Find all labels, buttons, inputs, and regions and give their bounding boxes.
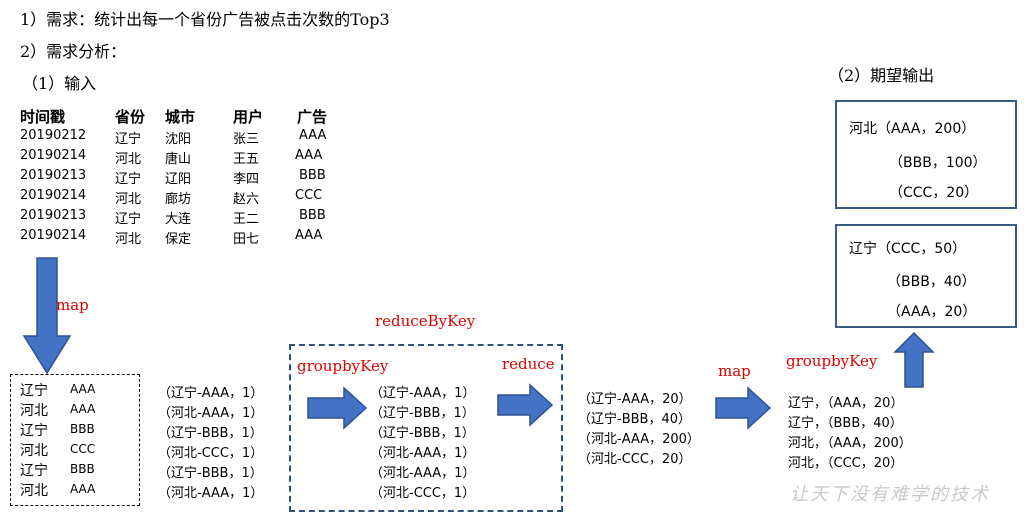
stage3-item: （河北-AAA，1） (370, 466, 476, 481)
table-cell-city: 大连 (165, 212, 192, 227)
stage4-item: （河北-AAA，200） (578, 432, 700, 447)
table-cell-ad: AAA (295, 228, 323, 243)
table-cell-province: 辽宁 (115, 132, 142, 147)
table-cell-ad: BBB (299, 168, 326, 183)
stage5-item: 辽宁，（BBB，40） (788, 416, 903, 431)
right-arrow-icon (497, 383, 554, 427)
table-cell-province: 辽宁 (115, 172, 142, 187)
stage1-ad: AAA (70, 382, 96, 396)
stage3-item: （河北-CCC，1） (370, 486, 476, 501)
stage3-item: （河北-AAA，1） (370, 446, 476, 461)
table-cell-timestamp: 20190214 (20, 188, 87, 203)
stage2-item: （辽宁-BBB，1） (158, 466, 263, 481)
output-liaoning-line-2: （BBB，40） (887, 274, 976, 290)
col-header-ad: 广告 (297, 108, 328, 126)
table-cell-province: 河北 (115, 232, 142, 247)
stage1-ad: CCC (70, 442, 96, 456)
groupbyKey-label-2: groupbyKey (786, 352, 878, 370)
output-hebei-line-1: 河北（AAA，200） (849, 121, 976, 137)
table-cell-user: 王二 (233, 212, 260, 227)
stage1-ad: AAA (70, 482, 96, 496)
stage3-item: （辽宁-BBB，1） (370, 426, 475, 441)
reduceByKey-box (289, 344, 563, 512)
stage1-ad: BBB (70, 462, 95, 476)
table-cell-ad: BBB (299, 208, 326, 223)
groupbyKey-label-1: groupbyKey (297, 357, 389, 375)
table-cell-province: 辽宁 (115, 212, 142, 227)
right-arrow-icon (715, 386, 772, 430)
stage1-province: 河北 (20, 483, 48, 499)
table-cell-user: 王五 (233, 152, 260, 167)
stage1-box (10, 374, 140, 506)
table-cell-ad: CCC (295, 188, 323, 203)
map-label-1: map (56, 296, 89, 314)
stage2-item: （辽宁-BBB，1） (158, 426, 263, 441)
table-cell-timestamp: 20190212 (20, 128, 87, 143)
stage1-province: 辽宁 (20, 463, 48, 479)
table-cell-ad: AAA (295, 148, 323, 163)
stage3-item: （辽宁-BBB，1） (370, 406, 475, 421)
output-box-hebei: 河北（AAA，200） （BBB，100） （CCC，20） (835, 100, 1017, 209)
output-heading: （2）期望输出 (828, 66, 935, 85)
stage4-item: （河北-CCC，20） (578, 452, 692, 467)
input-heading: （1）输入 (22, 74, 97, 93)
output-hebei-line-2: （BBB，100） (889, 155, 987, 171)
table-cell-user: 田七 (233, 232, 260, 247)
col-header-user: 用户 (233, 108, 264, 126)
table-cell-city: 保定 (165, 232, 192, 247)
table-cell-user: 赵六 (233, 192, 260, 207)
stage5-item: 辽宁，（AAA，20） (788, 396, 904, 411)
stage3-item: （辽宁-AAA，1） (370, 386, 476, 401)
table-cell-timestamp: 20190214 (20, 228, 87, 243)
stage5-item: 河北，（AAA，200） (788, 436, 912, 451)
stage1-province: 辽宁 (20, 423, 48, 439)
output-box-liaoning: 辽宁（CCC，50） （BBB，40） （AAA，20） (835, 224, 1017, 328)
output-liaoning-line-3: （AAA，20） (887, 304, 977, 320)
table-cell-province: 河北 (115, 192, 142, 207)
input-table: 时间戳 省份 城市 用户 广告 20190212 辽宁 沈阳 张三 AAA 2019021… (20, 106, 340, 247)
table-cell-timestamp: 20190213 (20, 208, 87, 223)
down-arrow-icon (22, 257, 72, 375)
watermark: 让天下没有难学的技术 (790, 484, 990, 505)
output-hebei-line-3: （CCC，20） (889, 185, 979, 201)
table-cell-ad: AAA (299, 128, 327, 143)
stage1-province: 河北 (20, 443, 48, 459)
stage2-item: （河北-AAA，1） (158, 486, 264, 501)
table-cell-province: 河北 (115, 152, 142, 167)
stage4-item: （辽宁-BBB，40） (578, 412, 691, 427)
stage2-item: （辽宁-AAA，1） (158, 386, 264, 401)
table-cell-timestamp: 20190213 (20, 168, 87, 183)
stage1-province: 河北 (20, 403, 48, 419)
requirement-heading: 1）需求：统计出每一个省份广告被点击次数的Top3 (20, 10, 390, 29)
map-label-2: map (718, 362, 751, 380)
stage2-item: （河北-AAA，1） (158, 406, 264, 421)
right-arrow-icon (307, 386, 368, 430)
reduce-label: reduce (502, 355, 555, 373)
stage2-item: （河北-CCC，1） (158, 446, 264, 461)
stage1-ad: AAA (70, 402, 96, 416)
col-header-timestamp: 时间戳 (20, 108, 66, 126)
table-cell-city: 沈阳 (165, 132, 192, 147)
col-header-province: 省份 (115, 108, 146, 126)
stage5-item: 河北，（CCC，20） (788, 456, 904, 471)
stage4-item: （辽宁-AAA，20） (578, 392, 692, 407)
up-arrow-icon (893, 331, 935, 388)
analysis-heading: 2）需求分析： (20, 42, 127, 61)
stage1-province: 辽宁 (20, 383, 48, 399)
reduceByKey-label: reduceByKey (375, 312, 476, 330)
table-cell-city: 辽阳 (165, 172, 192, 187)
stage1-ad: BBB (70, 422, 95, 436)
table-cell-city: 唐山 (165, 152, 192, 167)
table-cell-user: 张三 (233, 132, 260, 147)
output-liaoning-line-1: 辽宁（CCC，50） (849, 241, 967, 257)
col-header-city: 城市 (165, 108, 196, 126)
table-cell-timestamp: 20190214 (20, 148, 87, 163)
table-cell-user: 李四 (233, 172, 260, 187)
table-cell-city: 廊坊 (165, 192, 192, 207)
